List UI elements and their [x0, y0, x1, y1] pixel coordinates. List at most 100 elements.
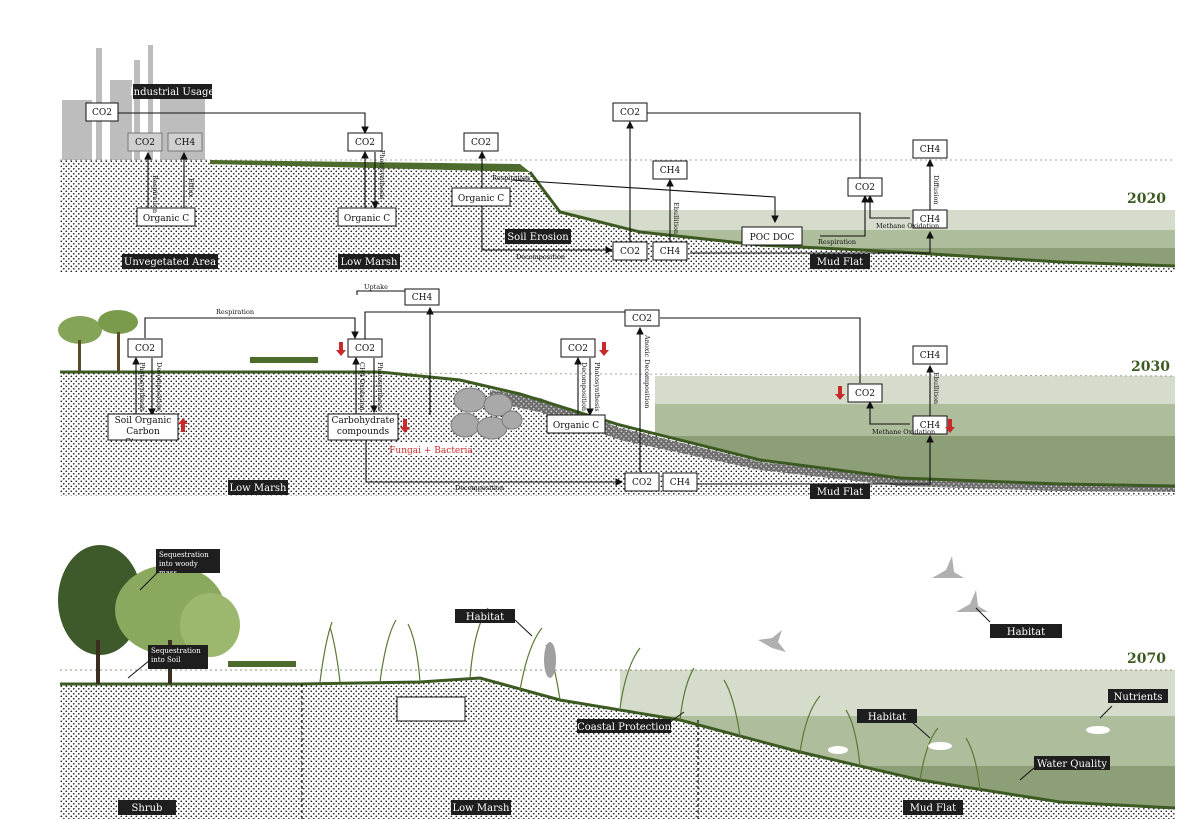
callout-coastal-protection — [577, 719, 671, 733]
ch4-box-label: CH4 — [670, 478, 691, 488]
blank-box — [396, 696, 466, 722]
flow-label: Decomposition — [580, 362, 588, 411]
co2-box — [347, 338, 383, 358]
ch4-box — [912, 415, 948, 435]
red-down-arrow-icon — [599, 342, 609, 356]
co2-box — [847, 383, 883, 403]
co2-box — [612, 241, 648, 261]
zone-unvegetated-area — [122, 254, 218, 269]
ch4-box — [912, 139, 948, 159]
callout-soil-erosion-label: Soil Erosion — [507, 232, 569, 243]
organic-c-box — [136, 207, 196, 227]
co2-box-label: CO2 — [568, 344, 588, 354]
organic-c-label: Organic C — [344, 214, 390, 224]
sediment-layer — [490, 390, 1175, 492]
ground-line — [60, 676, 1176, 810]
flow-label: Respiration — [216, 308, 254, 316]
co2-box — [624, 309, 660, 327]
callout-habitat-label: Habitat — [1007, 627, 1045, 638]
co2-box — [347, 132, 383, 152]
ch4-box-label: CH4 — [920, 215, 941, 225]
flow-labels-2030: Respiration Uptake Photosynthesis Decomp… — [138, 283, 940, 492]
poc-doc-box — [741, 226, 803, 246]
red-down-arrow-icon — [945, 419, 955, 433]
callout-habitat-label: Habitat — [868, 712, 906, 723]
year-label: 2070 — [1127, 651, 1166, 667]
co2-box — [127, 132, 163, 152]
flow-label: CH4 Oxidation — [358, 362, 366, 411]
carbohydrate-label: Carbohydrate compounds — [331, 416, 395, 437]
zone-mud-flat — [903, 800, 963, 815]
co2-box-label: CO2 — [855, 389, 875, 399]
callout-nutrients-label: Nutrients — [1114, 692, 1163, 703]
co2-box-label: CO2 — [355, 138, 375, 148]
zone-label: Low Marsh — [453, 803, 511, 814]
co2-box — [560, 338, 596, 358]
callout-leaders — [127, 569, 1113, 781]
co2-box — [612, 102, 648, 122]
zone-label: Unvegetated Area — [124, 257, 216, 268]
panel-2070: Sequestration into woody mass Sequestrat… — [58, 545, 1176, 819]
zone-low-marsh — [451, 800, 511, 815]
zone-label: Mud Flat — [910, 803, 956, 814]
bench — [250, 357, 318, 363]
flow-label: Diffusion — [932, 175, 940, 205]
box-group-2020: CO2 CO2 CH4 CO2 CO2 CO2 CH4 CO2 CH4 CH4 … — [85, 102, 948, 261]
flow-label: Decomposition — [455, 484, 504, 492]
callout-habitat-label: Habitat — [466, 612, 504, 623]
fish-icons — [828, 726, 1110, 754]
ch4-box — [652, 241, 688, 261]
callout-soil-erosion — [505, 229, 571, 244]
red-down-arrow-icon — [336, 342, 346, 356]
co2-box-label: CO2 — [620, 247, 640, 257]
flow-label: Uptake — [364, 283, 388, 291]
ground-line — [60, 370, 1176, 488]
callout-industrial-usage — [133, 84, 212, 99]
flow-label: Respiration — [151, 175, 159, 213]
organic-c-box — [337, 207, 397, 227]
zone-low-marsh — [338, 254, 400, 269]
bench — [228, 661, 296, 667]
co2-box-label: CO2 — [92, 108, 112, 118]
bird-icons — [544, 556, 988, 678]
callout-woody-mass-label: Sequestration into woody mass — [159, 551, 209, 573]
organic-c-box — [546, 414, 606, 434]
fish-icon — [928, 742, 952, 750]
flow-label: Decomposition — [155, 362, 163, 411]
ch4-box-label: CH4 — [412, 293, 433, 303]
ch4-box — [404, 288, 440, 306]
poc-doc-label: POC DOC — [750, 233, 795, 243]
year-label: 2020 — [1127, 191, 1166, 207]
flow-label: Respiration — [492, 174, 530, 182]
callout-habitat — [455, 609, 515, 623]
organic-c-label: Organic C — [143, 214, 189, 224]
co2-box — [847, 177, 883, 197]
carbohydrate-box — [327, 413, 399, 441]
soil-organic-carbon-box — [107, 413, 179, 441]
co2-box — [127, 338, 163, 358]
co2-box — [624, 472, 660, 492]
zone-shrub — [118, 800, 176, 815]
ch4-box-label: CH4 — [920, 421, 941, 431]
flow-label: Photosynthesis — [378, 150, 386, 200]
flow-label: Photosynthesis — [138, 362, 146, 412]
co2-box — [85, 102, 119, 122]
organic-c-box — [451, 187, 511, 207]
zone-label: Low Marsh — [341, 257, 399, 268]
rock-revetment — [450, 387, 523, 440]
flow-label: Methane Oxidation — [876, 222, 939, 230]
ch4-box — [912, 209, 948, 229]
bird-icon — [932, 556, 964, 578]
tree-group — [58, 310, 318, 372]
ch4-box-label: CH4 — [175, 138, 196, 148]
zone-low-marsh — [228, 480, 288, 495]
ch4-box-label: CH4 — [920, 351, 941, 361]
soil-organic-carbon-label: Soil Organic Carbon Storage — [114, 416, 172, 440]
flow-lines-2020 — [118, 112, 934, 254]
callout-soil-sequestration-label: Sequestration into Soil — [151, 647, 201, 664]
red-down-arrow-icon — [400, 419, 410, 433]
zone-mud-flat — [810, 484, 870, 499]
marsh-grass — [210, 160, 530, 172]
ch4-box — [167, 132, 203, 152]
flow-label: Respiration — [818, 238, 856, 246]
